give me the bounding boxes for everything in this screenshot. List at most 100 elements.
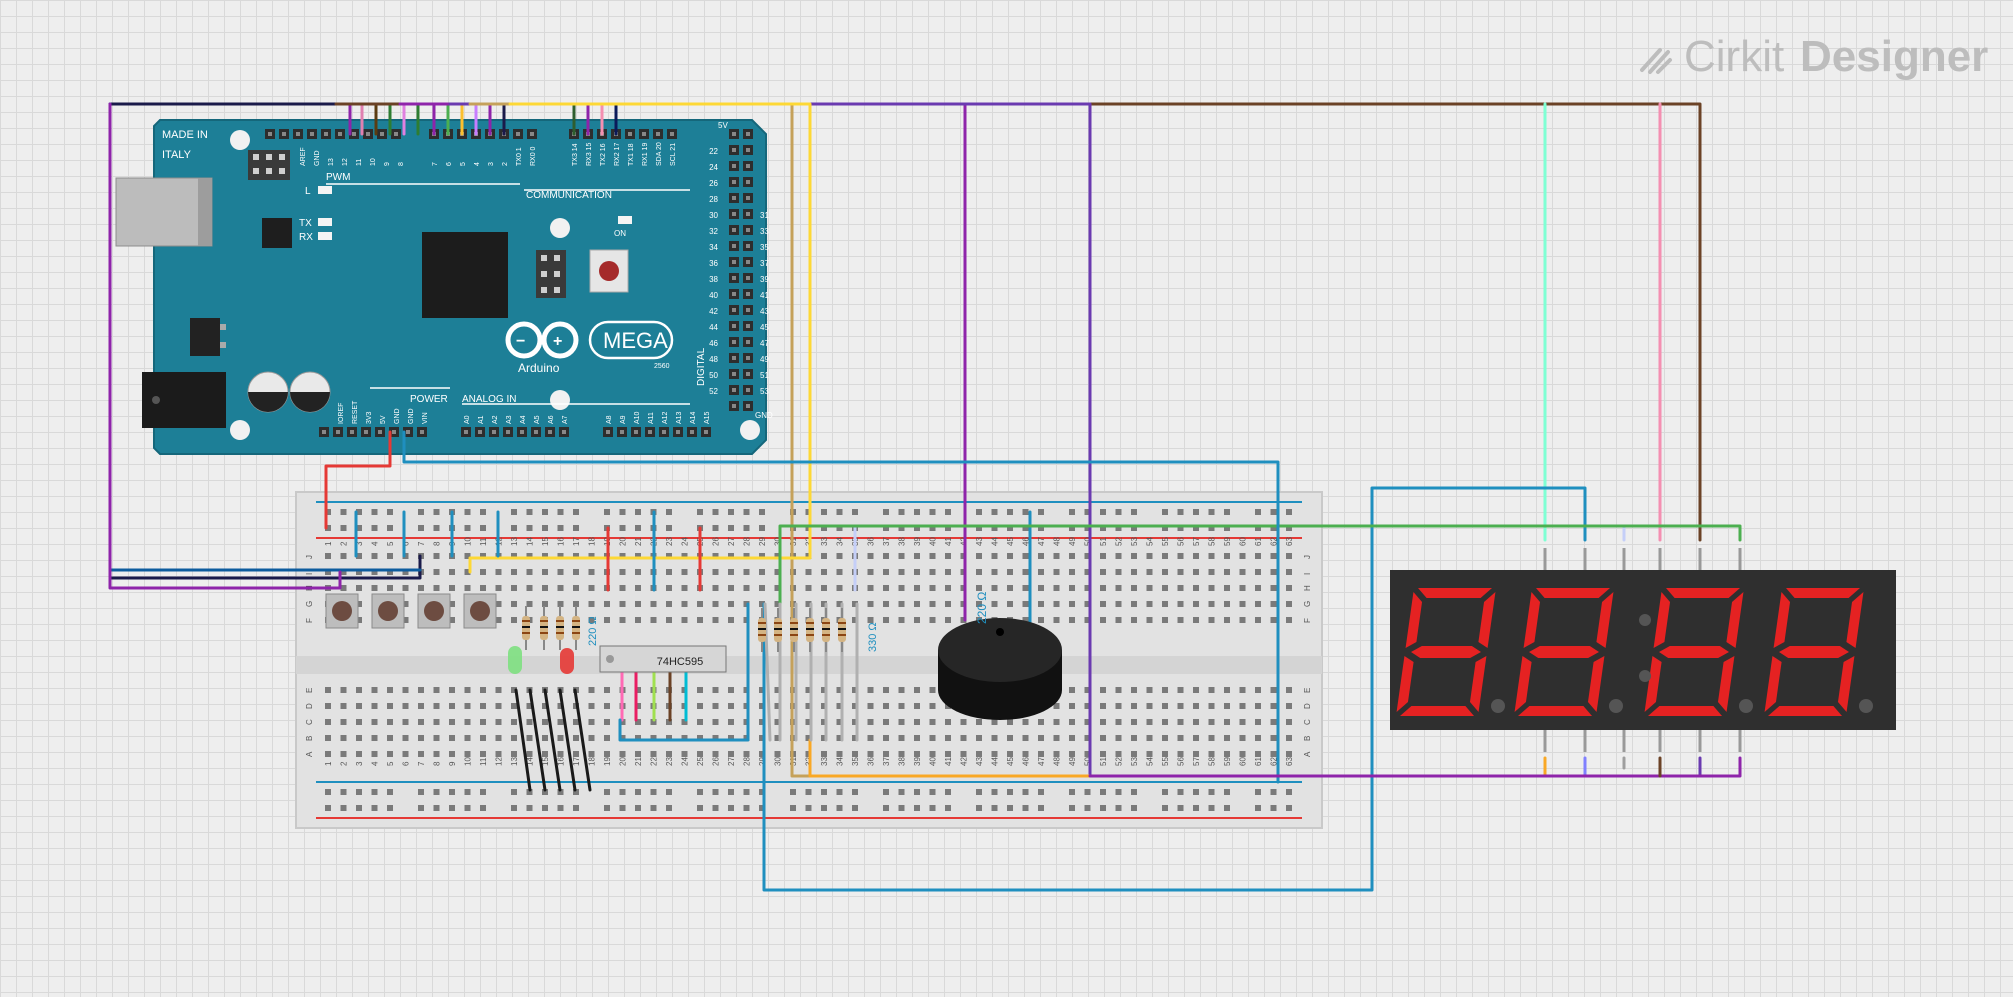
breadboard-hole[interactable] xyxy=(712,719,719,725)
breadboard-hole[interactable] xyxy=(1286,703,1292,709)
push-button-cap[interactable] xyxy=(424,601,444,621)
rail-hole[interactable] xyxy=(1224,509,1230,515)
breadboard-hole[interactable] xyxy=(1038,585,1044,591)
breadboard-hole[interactable] xyxy=(495,617,502,623)
rail-hole[interactable] xyxy=(666,509,672,515)
breadboard-hole[interactable] xyxy=(852,601,858,607)
breadboard-hole[interactable] xyxy=(325,751,331,757)
breadboard-hole[interactable] xyxy=(1069,617,1075,623)
breadboard-hole[interactable] xyxy=(914,569,920,575)
rail-hole[interactable] xyxy=(1193,805,1199,811)
rail-hole[interactable] xyxy=(1193,525,1199,531)
breadboard-hole[interactable] xyxy=(480,585,486,591)
breadboard-hole[interactable] xyxy=(743,569,750,575)
breadboard-hole[interactable] xyxy=(697,617,703,623)
rail-hole[interactable] xyxy=(1131,789,1137,795)
breadboard-hole[interactable] xyxy=(759,751,765,757)
breadboard-hole[interactable] xyxy=(1053,735,1060,741)
status-led-red[interactable] xyxy=(560,648,574,674)
rail-hole[interactable] xyxy=(340,525,347,531)
breadboard-hole[interactable] xyxy=(852,687,858,693)
rail-hole[interactable] xyxy=(325,509,331,515)
rail-hole[interactable] xyxy=(1038,525,1044,531)
breadboard-hole[interactable] xyxy=(1131,617,1137,623)
breadboard-hole[interactable] xyxy=(1115,719,1122,725)
breadboard-hole[interactable] xyxy=(371,751,378,757)
rail-hole[interactable] xyxy=(1224,789,1230,795)
breadboard-hole[interactable] xyxy=(1193,719,1199,725)
rail-hole[interactable] xyxy=(604,789,610,795)
breadboard-hole[interactable] xyxy=(929,553,936,559)
breadboard-hole[interactable] xyxy=(681,735,688,741)
breadboard-hole[interactable] xyxy=(1224,687,1230,693)
breadboard-hole[interactable] xyxy=(1286,735,1292,741)
breadboard-hole[interactable] xyxy=(1286,601,1292,607)
breadboard-hole[interactable] xyxy=(1084,719,1091,725)
breadboard-hole[interactable] xyxy=(759,719,765,725)
breadboard-hole[interactable] xyxy=(449,703,455,709)
breadboard-hole[interactable] xyxy=(929,719,936,725)
breadboard-hole[interactable] xyxy=(728,751,734,757)
rail-hole[interactable] xyxy=(387,789,393,795)
breadboard-hole[interactable] xyxy=(914,751,920,757)
breadboard-hole[interactable] xyxy=(1162,703,1168,709)
rail-hole[interactable] xyxy=(852,805,858,811)
breadboard-hole[interactable] xyxy=(743,751,750,757)
rail-hole[interactable] xyxy=(805,789,812,795)
breadboard-hole[interactable] xyxy=(588,601,595,607)
breadboard-hole[interactable] xyxy=(759,687,765,693)
breadboard-hole[interactable] xyxy=(635,735,641,741)
breadboard-hole[interactable] xyxy=(619,601,626,607)
status-led-green[interactable] xyxy=(508,646,522,674)
rail-hole[interactable] xyxy=(759,525,765,531)
breadboard-hole[interactable] xyxy=(976,719,982,725)
rail-hole[interactable] xyxy=(743,805,750,811)
breadboard-hole[interactable] xyxy=(1193,553,1199,559)
breadboard-hole[interactable] xyxy=(1022,585,1029,591)
rail-hole[interactable] xyxy=(898,509,905,515)
rail-hole[interactable] xyxy=(1286,509,1292,515)
breadboard-hole[interactable] xyxy=(356,553,362,559)
breadboard-hole[interactable] xyxy=(1022,569,1029,575)
breadboard-hole[interactable] xyxy=(480,751,486,757)
breadboard-hole[interactable] xyxy=(774,703,781,709)
breadboard-hole[interactable] xyxy=(1162,687,1168,693)
rail-hole[interactable] xyxy=(449,789,455,795)
rail-hole[interactable] xyxy=(1270,525,1277,531)
breadboard-hole[interactable] xyxy=(1270,617,1277,623)
breadboard-hole[interactable] xyxy=(759,569,765,575)
breadboard-hole[interactable] xyxy=(1162,569,1168,575)
breadboard-hole[interactable] xyxy=(1022,601,1029,607)
breadboard-hole[interactable] xyxy=(1208,585,1215,591)
push-button-cap[interactable] xyxy=(378,601,398,621)
breadboard-hole[interactable] xyxy=(542,569,548,575)
breadboard-hole[interactable] xyxy=(697,735,703,741)
breadboard-hole[interactable] xyxy=(1053,601,1060,607)
rail-hole[interactable] xyxy=(480,789,486,795)
breadboard-hole[interactable] xyxy=(836,585,843,591)
breadboard-hole[interactable] xyxy=(728,703,734,709)
breadboard-hole[interactable] xyxy=(1286,553,1292,559)
rail-hole[interactable] xyxy=(325,525,331,531)
rail-hole[interactable] xyxy=(836,789,843,795)
breadboard-hole[interactable] xyxy=(604,703,610,709)
rail-hole[interactable] xyxy=(1162,509,1168,515)
breadboard-hole[interactable] xyxy=(681,569,688,575)
rail-hole[interactable] xyxy=(635,805,641,811)
rail-hole[interactable] xyxy=(929,525,936,531)
breadboard-hole[interactable] xyxy=(635,569,641,575)
rail-hole[interactable] xyxy=(945,805,951,811)
rail-hole[interactable] xyxy=(1007,525,1013,531)
breadboard-hole[interactable] xyxy=(1007,735,1013,741)
rail-hole[interactable] xyxy=(557,509,564,515)
breadboard-hole[interactable] xyxy=(867,735,874,741)
breadboard-hole[interactable] xyxy=(1208,617,1215,623)
breadboard-hole[interactable] xyxy=(1239,703,1246,709)
breadboard-hole[interactable] xyxy=(635,617,641,623)
breadboard-hole[interactable] xyxy=(340,735,347,741)
breadboard-hole[interactable] xyxy=(464,719,471,725)
breadboard-hole[interactable] xyxy=(1208,751,1215,757)
rail-hole[interactable] xyxy=(557,789,564,795)
rail-hole[interactable] xyxy=(883,509,889,515)
breadboard-hole[interactable] xyxy=(387,703,393,709)
